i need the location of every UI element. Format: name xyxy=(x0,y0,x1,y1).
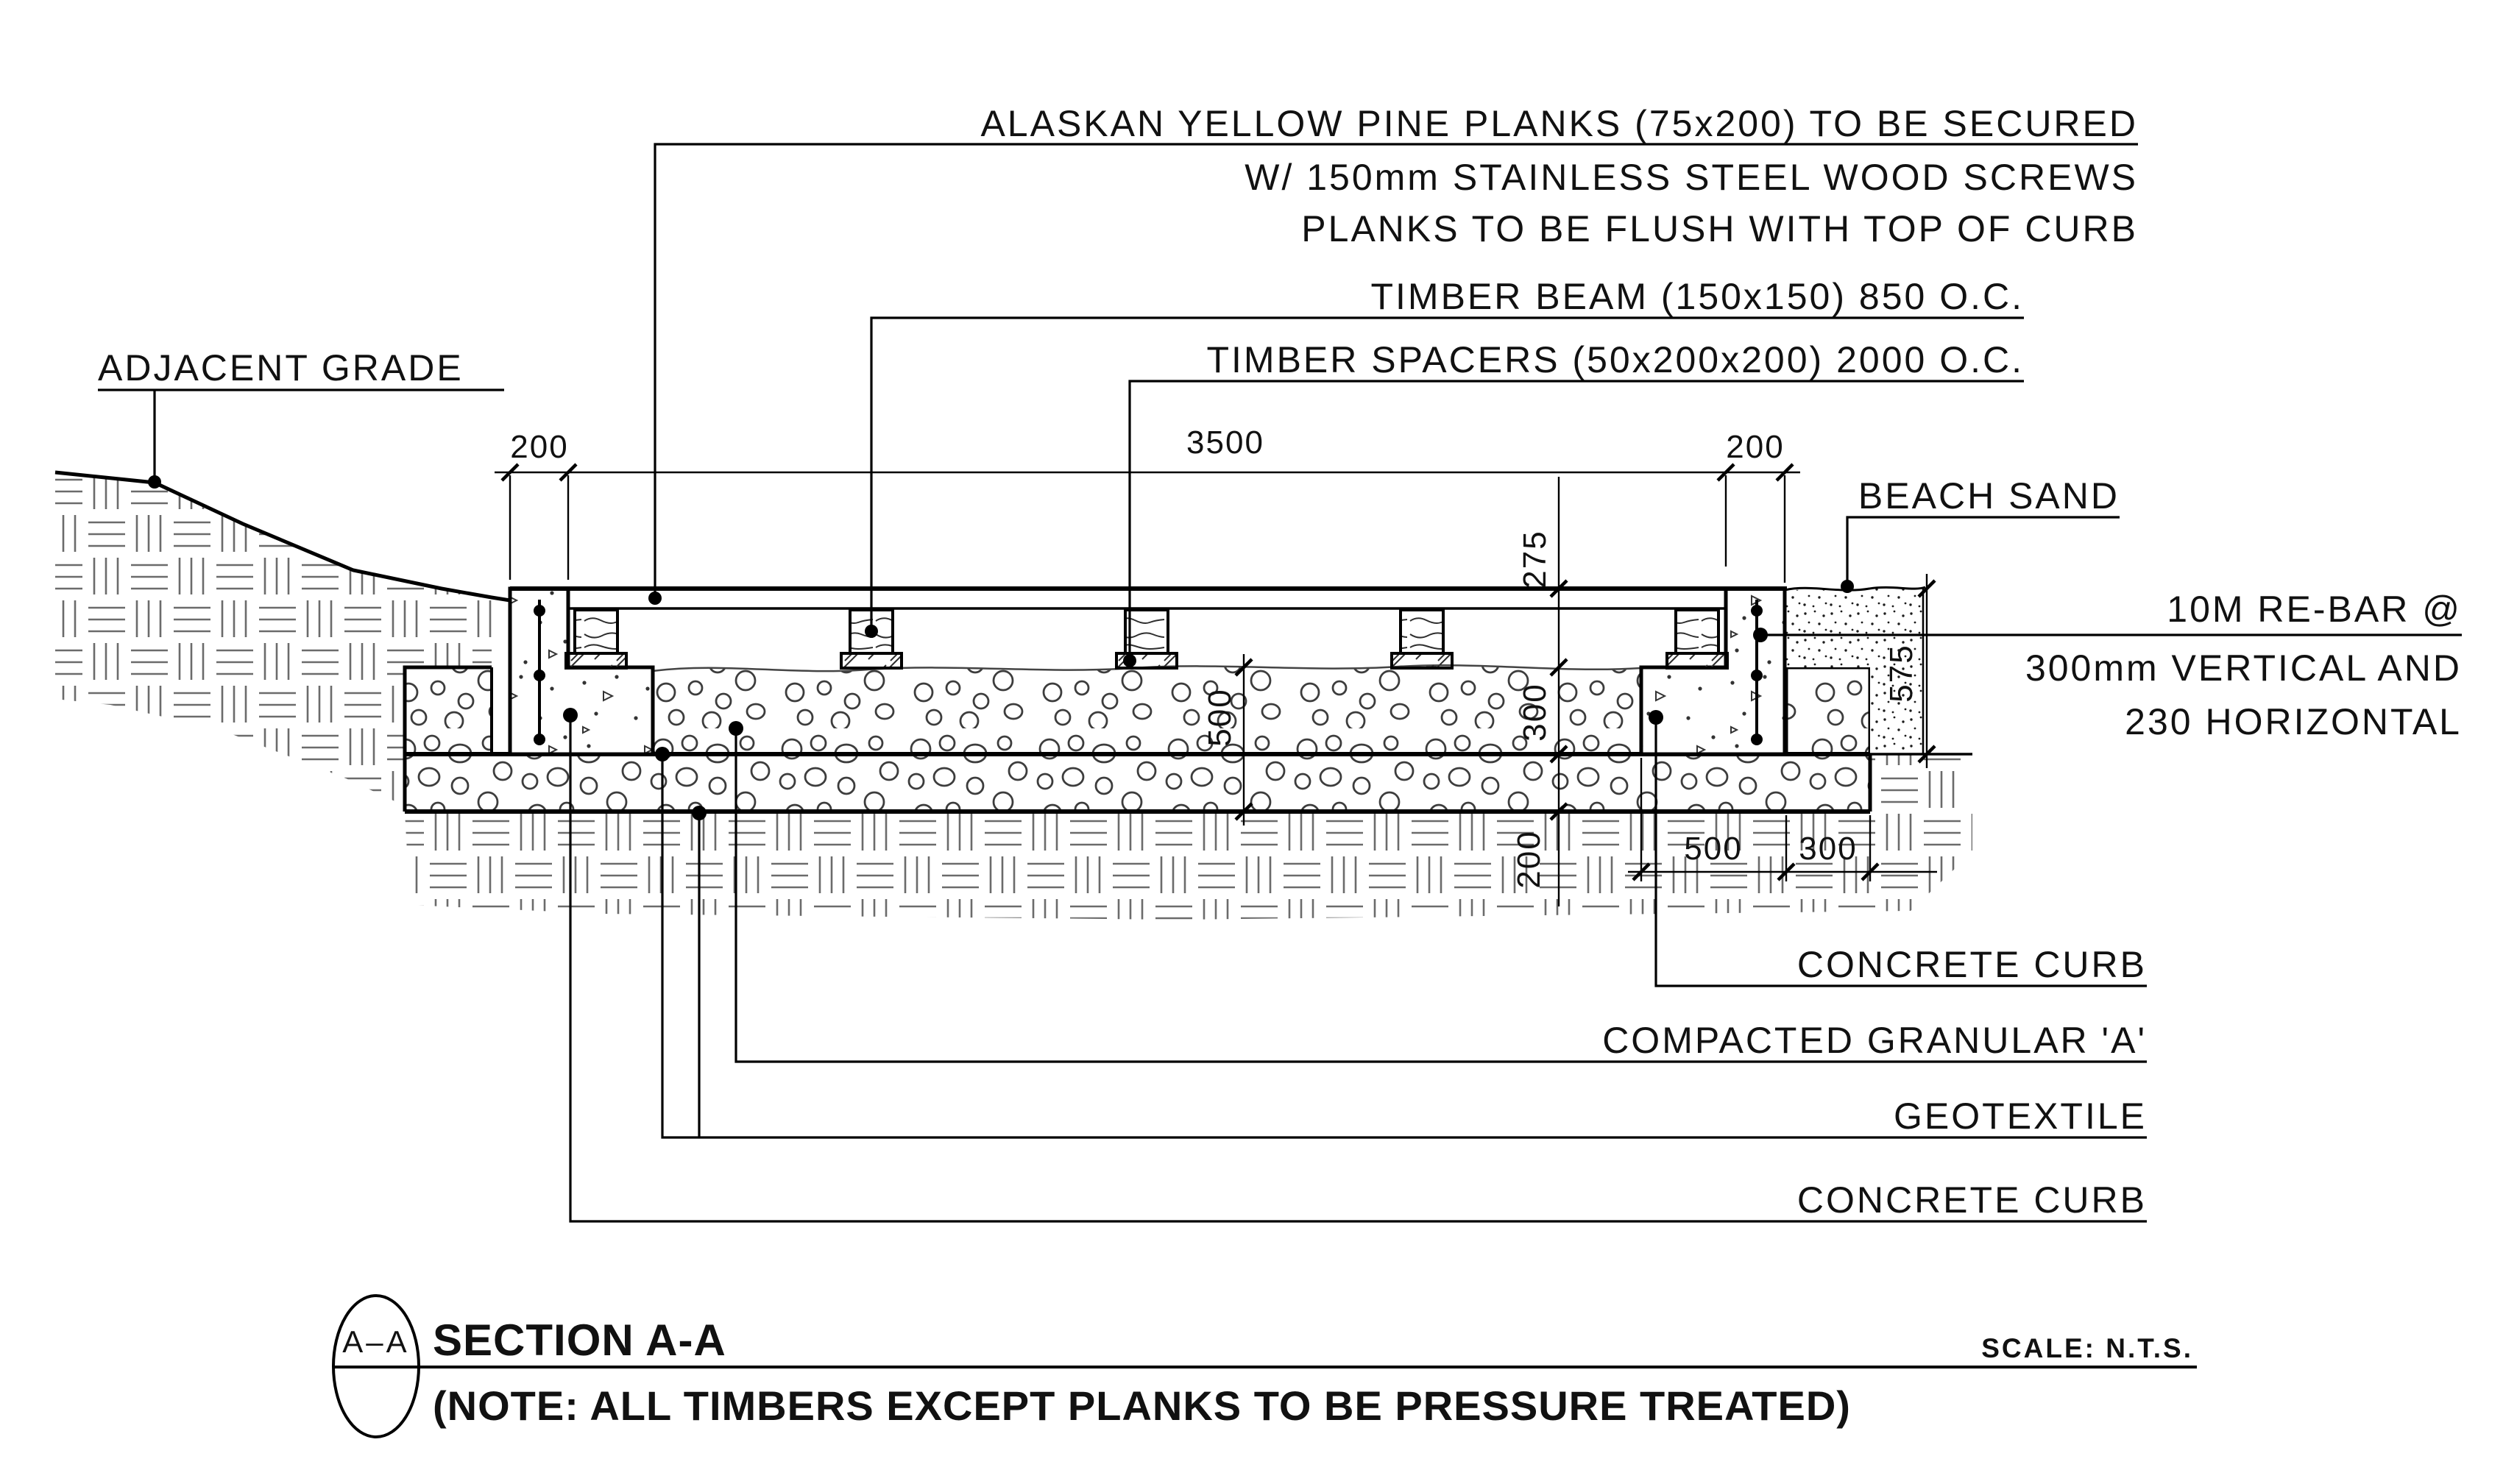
pressure-treated-note: (NOTE: ALL TIMBERS EXCEPT PLANKS TO BE P… xyxy=(433,1382,1851,1429)
compacted-granular-label: COMPACTED GRANULAR 'A' xyxy=(1602,1020,2147,1061)
leader-dots xyxy=(148,475,1854,820)
soil-slope-hatch xyxy=(55,472,492,809)
concrete-curb-left-shape xyxy=(508,586,655,756)
leader-planks xyxy=(654,143,2138,594)
geotextile-label: GEOTEXTILE xyxy=(1894,1096,2147,1137)
dim-footing-width: 500 xyxy=(1684,831,1742,867)
section-marker-bubble xyxy=(332,1294,420,1438)
beach-sand-region xyxy=(1784,586,1972,756)
leader-concrete-curb-right xyxy=(1654,721,2147,987)
leader-geotextile xyxy=(661,758,2147,1139)
dim-base-depth: 200 xyxy=(1511,830,1547,888)
leaders xyxy=(98,143,2462,1223)
dim-plank-to-grade: 275 xyxy=(1517,530,1553,588)
scale-label: SCALE: N.T.S. xyxy=(1981,1333,2193,1363)
subgrade-hatch xyxy=(55,472,1972,920)
subgrade-right-hatch xyxy=(1870,754,1966,812)
granular-fill xyxy=(652,664,1642,754)
page-title: SECTION A-A xyxy=(433,1316,726,1365)
leader-beach-sand xyxy=(1846,516,2120,583)
rebar-label-line1: 10M RE-BAR @ xyxy=(2167,589,2462,630)
leader-concrete-curb-left xyxy=(569,719,2147,1223)
dim-clear-span: 3500 xyxy=(1186,425,1264,461)
dim-granular-depth: 500 xyxy=(1202,688,1238,746)
dim-curb-width-left: 200 xyxy=(510,429,568,465)
rebar-label-line2: 300mm VERTICAL AND xyxy=(2025,647,2462,689)
rebar-label-line3: 230 HORIZONTAL xyxy=(2125,701,2462,742)
dim-curb-below-grade: 300 xyxy=(1517,683,1553,741)
timber-beam-label: TIMBER BEAM (150x150) 850 O.C. xyxy=(1370,276,2024,317)
concrete-curb-left-label: CONCRETE CURB xyxy=(1797,1179,2147,1221)
plank-note-line3: PLANKS TO BE FLUSH WITH TOP OF CURB xyxy=(1301,208,2138,249)
sand-top-line xyxy=(1784,586,1926,592)
subgrade-band-hatch xyxy=(405,812,1972,920)
leader-adjacent-grade xyxy=(98,388,504,478)
section-marker-text: A–A xyxy=(342,1324,409,1359)
plank-note-line1: ALASKAN YELLOW PINE PLANKS (75x200) TO B… xyxy=(980,103,2138,144)
dimensions xyxy=(495,463,1937,906)
dim-curb-width-right: 200 xyxy=(1726,429,1784,465)
leader-compacted-granular xyxy=(734,732,2147,1063)
leader-timber-spacers xyxy=(1128,380,2024,656)
dim-pocket-width: 300 xyxy=(1799,831,1857,867)
planks xyxy=(510,586,1787,610)
dim-curb-total-height: 575 xyxy=(1883,644,1919,702)
title-block: A–A SECTION A-A SCALE: N.T.S. (NOTE: ALL… xyxy=(332,1294,2197,1438)
concrete-curb-right-label: CONCRETE CURB xyxy=(1797,944,2147,985)
plank-note-line2: W/ 150mm STAINLESS STEEL WOOD SCREWS xyxy=(1245,157,2138,198)
leader-timber-beam xyxy=(870,316,2024,627)
beach-sand-label: BEACH SAND xyxy=(1858,475,2120,516)
adjacent-grade-label: ADJACENT GRADE xyxy=(98,347,464,388)
timber-beams xyxy=(564,608,1729,670)
timber-spacers-label: TIMBER SPACERS (50x200x200) 2000 O.C. xyxy=(1207,339,2025,380)
